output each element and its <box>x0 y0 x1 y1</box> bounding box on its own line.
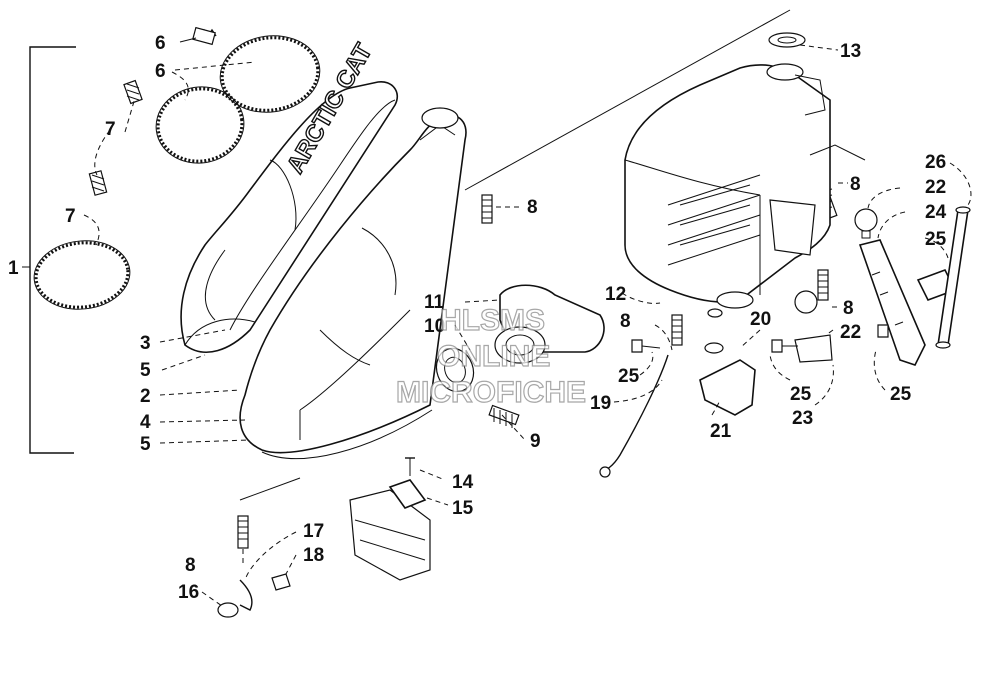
callout-20: 20 <box>750 309 771 330</box>
bumper-22-lower <box>794 290 833 363</box>
callout-25-far: 25 <box>890 384 912 405</box>
bolt-25-left <box>631 339 661 353</box>
leader-lines <box>22 37 972 607</box>
spring-8-right-mid <box>671 314 683 346</box>
callout-21: 21 <box>710 421 732 442</box>
callout-2: 2 <box>140 386 151 407</box>
callout-13: 13 <box>840 41 861 62</box>
washer-20 <box>704 308 724 354</box>
chain-clamp-lower <box>33 240 131 310</box>
callout-23: 23 <box>792 408 813 429</box>
watermark-line-1: HLSMS <box>440 304 545 337</box>
spring-9 <box>488 404 520 428</box>
bolt-25-far <box>877 324 889 338</box>
watermark-line-3: MICROFICHE <box>396 376 586 409</box>
ground-cable-19 <box>599 354 669 478</box>
watermark-line-2: ONLINE <box>437 340 550 373</box>
bracket-24 <box>858 239 926 366</box>
spring-8-right-lower <box>817 269 829 301</box>
callout-16: 16 <box>178 582 199 603</box>
leader-7-lower <box>94 129 111 176</box>
callout-8-mid-right: 8 <box>620 311 631 332</box>
callout-6-upper: 6 <box>155 61 166 82</box>
screw-14 <box>405 457 415 476</box>
grommet-13 <box>768 32 806 48</box>
rod-26 <box>935 206 971 349</box>
bumper-22-upper <box>854 208 878 239</box>
expansion-chamber <box>239 107 467 460</box>
callout-1: 1 <box>8 258 19 279</box>
callout-4: 4 <box>140 412 151 433</box>
spring-7-lower <box>88 170 108 196</box>
chain-clamp-upper-left <box>155 86 245 164</box>
callout-11: 11 <box>424 292 445 313</box>
callout-5-lower: 5 <box>140 434 151 455</box>
exhaust-flange <box>494 284 605 364</box>
callout-24: 24 <box>925 202 947 223</box>
callout-6-lower: 7 <box>65 206 76 227</box>
bolt-18 <box>271 573 291 591</box>
assembly-bracket <box>29 46 76 454</box>
clip-17 <box>239 579 253 611</box>
callout-8-lower-right: 8 <box>843 298 854 319</box>
callout-7-upper: 6 <box>155 33 166 54</box>
callout-3: 3 <box>140 333 151 354</box>
callout-25-mid: 25 <box>790 384 812 405</box>
callout-15: 15 <box>452 498 474 519</box>
callout-5-upper: 5 <box>140 360 151 381</box>
exhaust-gasket <box>435 347 475 393</box>
callout-9: 9 <box>530 431 541 452</box>
silencer-canister <box>624 63 831 309</box>
callout-22-upper: 22 <box>925 177 946 198</box>
callout-8-upper-right: 8 <box>850 174 861 195</box>
callout-8-bottom: 8 <box>185 555 196 576</box>
spring-7-upper <box>192 26 217 46</box>
bracket-21 <box>699 359 756 416</box>
spring-7-mid <box>123 79 143 105</box>
callout-labels: 6 6 7 7 1 3 5 2 4 5 8 9 11 10 12 8 25 19… <box>8 33 947 603</box>
mount-bracket-15 <box>349 479 431 581</box>
callout-8-center: 8 <box>527 197 538 218</box>
bolt-25-mid <box>771 339 798 353</box>
nut-16 <box>217 602 239 618</box>
callout-25-right: 25 <box>925 229 947 250</box>
leader-13-line <box>464 9 791 191</box>
callout-26: 26 <box>925 152 946 173</box>
spring-8-upper-center <box>481 194 493 224</box>
callout-18: 18 <box>303 545 324 566</box>
callout-14: 14 <box>452 472 474 493</box>
watermark: HLSMS ONLINE MICROFICHE <box>395 303 586 409</box>
chain-clamp-upper-right <box>219 35 321 113</box>
callout-10: 10 <box>424 316 445 337</box>
callout-12: 12 <box>605 284 626 305</box>
callout-25-left: 25 <box>618 366 640 387</box>
callout-19: 19 <box>590 393 611 414</box>
spring-8-bottom <box>237 515 249 549</box>
callout-17: 17 <box>303 521 324 542</box>
callout-22-lower: 22 <box>840 322 861 343</box>
callout-7-lower: 7 <box>105 119 116 140</box>
